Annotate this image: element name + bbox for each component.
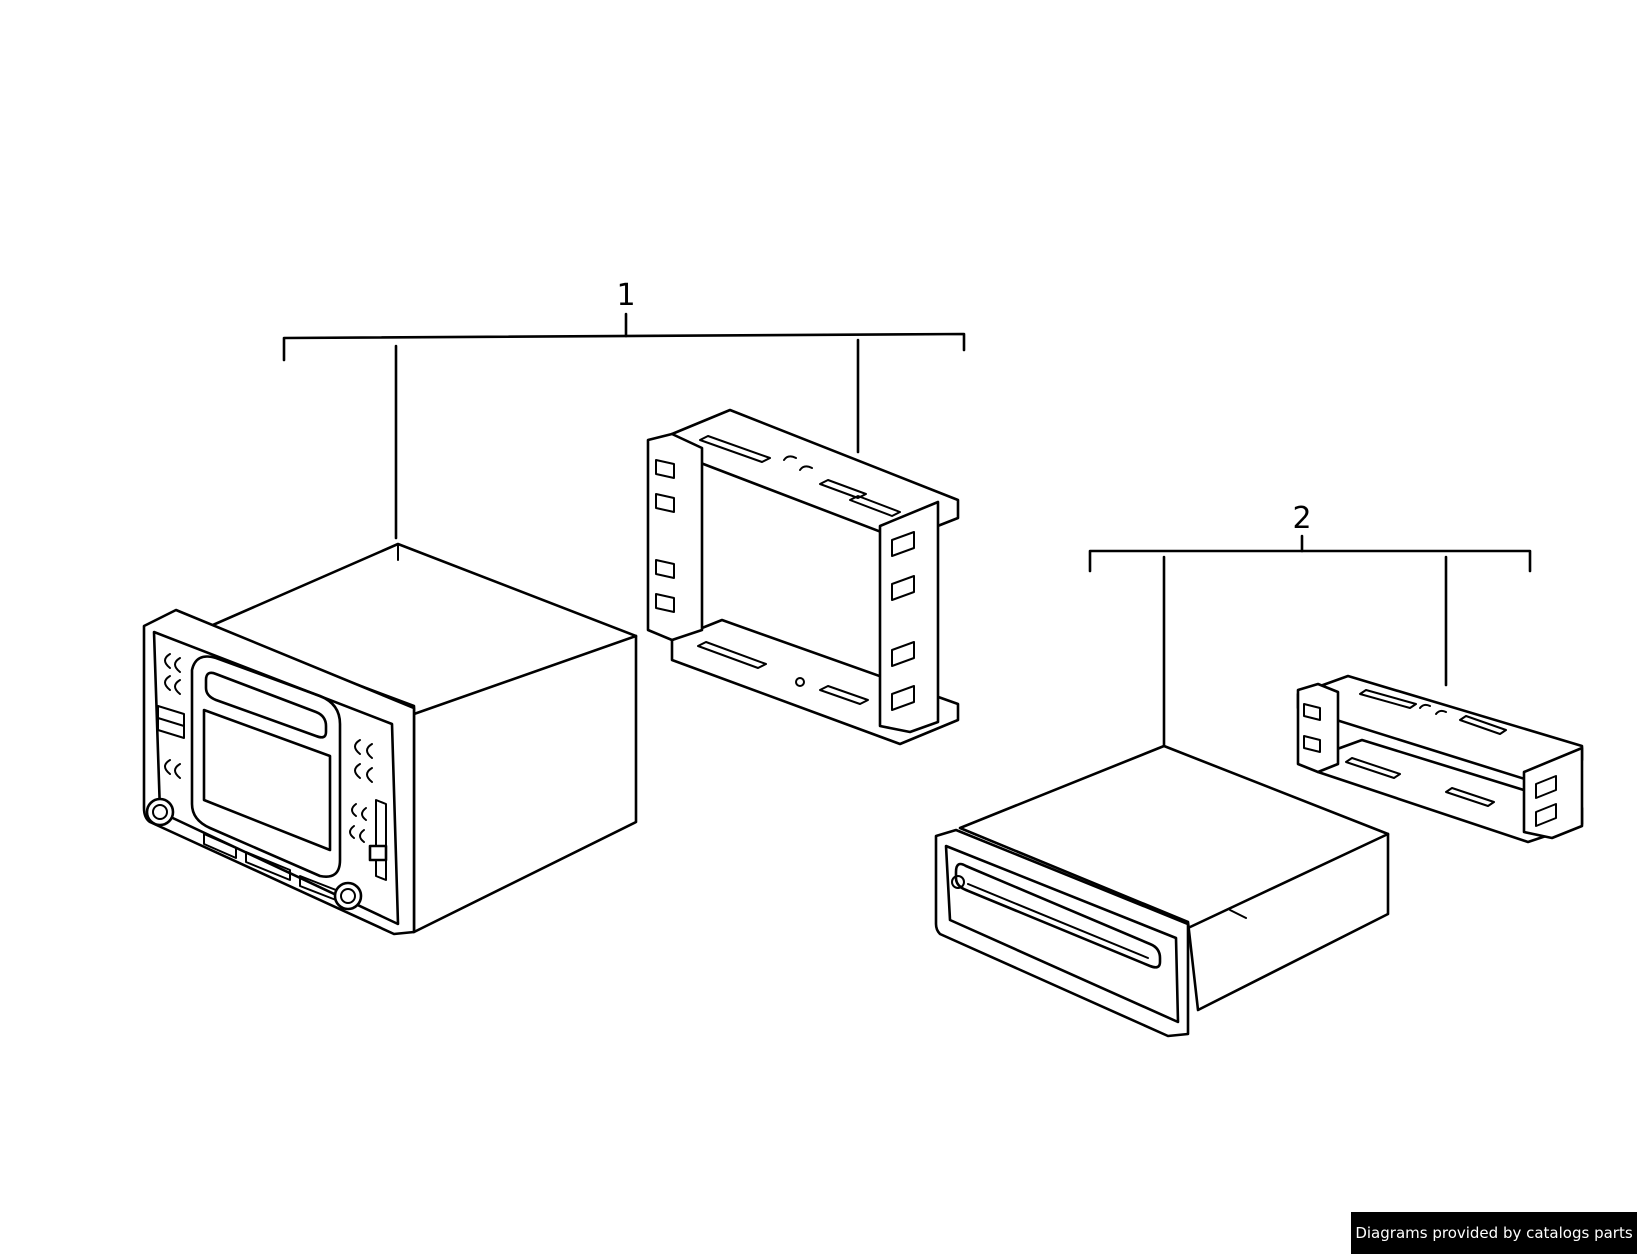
callout-label-2: 2: [1292, 501, 1311, 536]
cd-front-inner: [946, 846, 1178, 1022]
right-button-3: [352, 804, 366, 820]
left-rotary-knob-cap: [153, 805, 167, 819]
callout-2-bracket: 2: [1090, 501, 1530, 745]
right-rotary-knob: [335, 883, 361, 909]
small-frame-left-side: [1298, 684, 1338, 772]
soft-button-2: [246, 852, 290, 880]
right-rotary-knob-cap: [341, 889, 355, 903]
cd-body-edge: [1188, 834, 1388, 928]
bracket-2-line: [1090, 551, 1530, 571]
bottom-rail-slot-2: [820, 686, 868, 704]
frame-right-side: [880, 502, 938, 732]
top-rail-slot-3: [850, 496, 900, 516]
cd-body: [960, 746, 1388, 1010]
frame-left-side: [648, 434, 702, 640]
small-frame-top-slots: [1360, 690, 1506, 734]
small-frame-right-side: [1524, 748, 1582, 838]
bottom-rail-slot-1: [698, 642, 766, 668]
right-button-4: [350, 826, 364, 842]
cd-slot-top: [206, 673, 326, 737]
double-din-mounting-frame: [648, 410, 958, 744]
left-button-2: [165, 676, 180, 694]
small-frame-right-cutouts: [1536, 776, 1556, 826]
left-button-1: [165, 654, 180, 672]
radio-body-edge: [414, 636, 636, 714]
display-screen: [204, 710, 330, 850]
left-button-4: [165, 760, 180, 778]
slider-knob: [370, 846, 386, 860]
callout-label-1: 1: [616, 278, 635, 313]
display-surround: [192, 657, 340, 877]
small-frame-left-cutouts: [1304, 704, 1320, 752]
right-side-cutouts: [892, 532, 914, 710]
cd-front-plate: [936, 830, 1188, 1036]
cd-slot-inner: [968, 884, 1148, 958]
small-frame-bottom-slots: [1346, 758, 1494, 806]
radio-front-bezel: [144, 610, 414, 934]
small-frame-top-tabs: [1420, 705, 1446, 714]
cd-unit: [936, 746, 1388, 1036]
left-button-3: [158, 706, 184, 738]
top-rail-slot-1: [700, 436, 770, 462]
radio-navigation-unit: [144, 544, 636, 934]
callout-1-bracket: 1: [284, 278, 964, 538]
cd-body-step: [1230, 910, 1246, 918]
top-rail-tabs: [784, 456, 812, 470]
eject-button: [952, 876, 964, 888]
left-side-cutouts: [656, 460, 674, 612]
single-din-mounting-frame: [1298, 676, 1582, 842]
bottom-rail-hole: [796, 678, 804, 686]
top-rail-slot-2: [820, 480, 866, 498]
credit-banner: Diagrams provided by catalogs parts: [1351, 1212, 1637, 1254]
bracket-1-line: [284, 334, 964, 360]
right-button-2: [355, 764, 372, 782]
right-button-1: [355, 740, 372, 758]
left-rotary-knob: [147, 799, 173, 825]
soft-button-1: [204, 834, 236, 858]
